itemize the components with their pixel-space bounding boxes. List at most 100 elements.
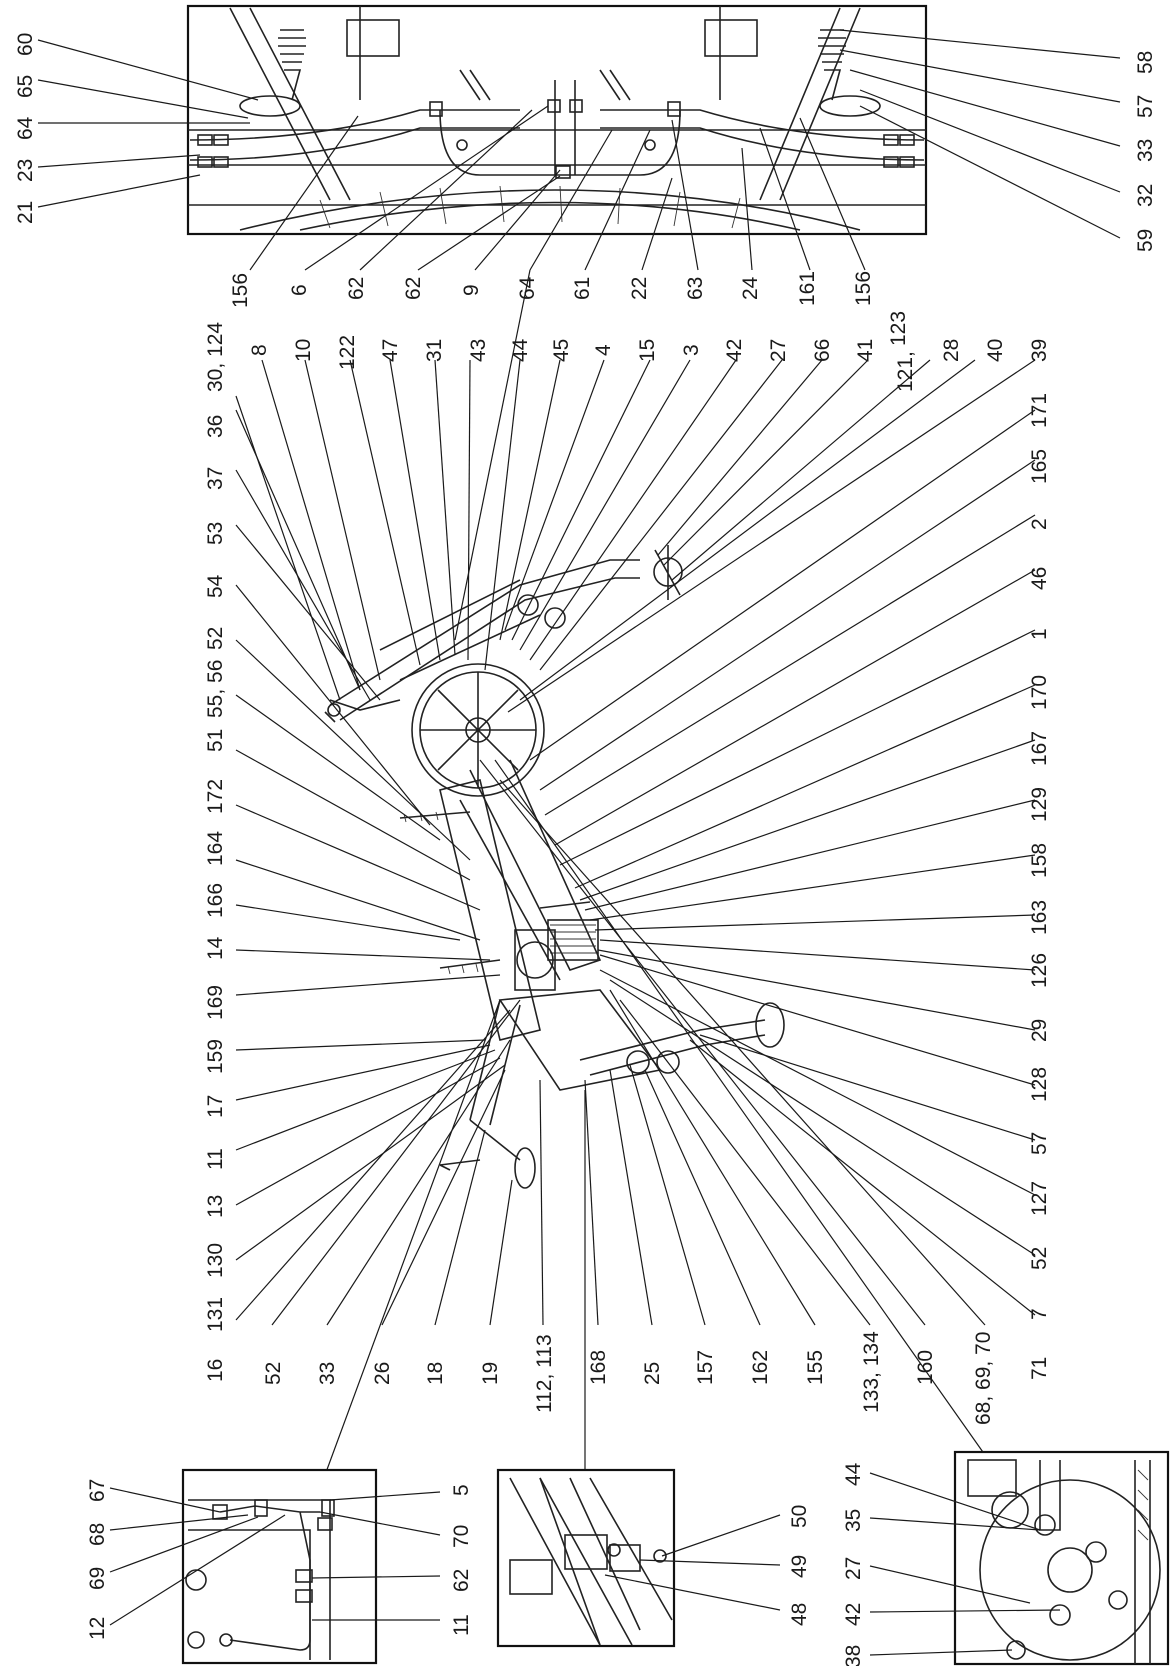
label-29: 29	[1028, 1019, 1051, 1042]
label-43: 43	[467, 339, 490, 362]
label-162: 162	[749, 1350, 772, 1385]
top-detail-inset	[186, 4, 928, 236]
label-16: 16	[204, 1359, 227, 1382]
label-171: 171	[1028, 393, 1051, 428]
label-6: 6	[288, 284, 311, 296]
label-9: 9	[460, 284, 483, 296]
label-62: 62	[345, 277, 368, 300]
label-168: 168	[587, 1350, 610, 1385]
label-30-124: 30, 124	[204, 322, 227, 392]
label-112-113: 112, 113	[533, 1334, 556, 1413]
label-44: 44	[842, 1462, 865, 1486]
label-57: 57	[1028, 1132, 1051, 1155]
label-156: 156	[229, 273, 252, 308]
label-66: 66	[811, 339, 834, 362]
label-47: 47	[379, 339, 402, 362]
label-155: 155	[804, 1350, 827, 1385]
label-52: 52	[262, 1362, 285, 1385]
label-165: 165	[1028, 449, 1051, 484]
label-58: 58	[1134, 51, 1157, 74]
label-32: 32	[1134, 184, 1157, 207]
label-33: 33	[316, 1362, 339, 1385]
inset-c-leaders	[869, 1472, 1061, 1656]
label-39: 39	[1028, 339, 1051, 362]
label-157: 157	[694, 1350, 717, 1385]
label-170: 170	[1028, 675, 1051, 710]
label-42: 42	[723, 339, 746, 362]
label-172: 172	[204, 779, 227, 814]
label-49: 49	[788, 1555, 811, 1578]
label-128: 128	[1028, 1067, 1051, 1102]
label-40: 40	[984, 339, 1007, 362]
label-68: 68	[86, 1523, 109, 1546]
label-62: 62	[402, 277, 425, 300]
label-5: 5	[450, 1484, 473, 1496]
label-13: 13	[204, 1195, 227, 1218]
label-69: 69	[86, 1567, 109, 1590]
label-169: 169	[204, 985, 227, 1020]
label-60: 60	[14, 33, 37, 56]
label-133-134: 133, 134	[860, 1331, 883, 1413]
label-67: 67	[86, 1479, 109, 1502]
main-leaders	[235, 269, 1036, 1476]
labels-main-bottom: 52 33 26 18 19 112, 113 168 25 157 162 1…	[262, 1331, 995, 1425]
label-31: 31	[423, 339, 446, 362]
label-64: 64	[14, 116, 37, 140]
label-121: 121,	[894, 351, 917, 392]
label-24: 24	[739, 276, 762, 300]
label-28: 28	[940, 339, 963, 362]
label-52: 52	[204, 627, 227, 650]
labels-main-top: 30, 124 8 10 122 47 31 43 44 45 4 15 3 4…	[204, 322, 1051, 392]
labels-inset-c: 44 35 27 42 38	[842, 1462, 865, 1666]
label-70: 70	[450, 1525, 473, 1548]
labels-inset-a: 67 68 69 12 5 70 62 11	[86, 1479, 473, 1640]
label-38: 38	[842, 1645, 865, 1666]
inset-c	[953, 1450, 1170, 1666]
label-27: 27	[842, 1557, 865, 1580]
label-156: 156	[852, 271, 875, 306]
label-62: 62	[450, 1569, 473, 1592]
label-53: 53	[204, 522, 227, 545]
labels-top-inset-bottom: 156 6 62 62 9 64 61 22 63 24 161 156 123	[229, 271, 910, 346]
label-17: 17	[204, 1095, 227, 1118]
label-64: 64	[516, 276, 539, 300]
label-127: 127	[1028, 1181, 1051, 1216]
inset-b	[496, 1468, 676, 1648]
label-130: 130	[204, 1243, 227, 1278]
label-7: 7	[1028, 1308, 1051, 1320]
label-160: 160	[914, 1350, 937, 1385]
label-50: 50	[788, 1505, 811, 1528]
label-33: 33	[1134, 139, 1157, 162]
label-2: 2	[1028, 518, 1051, 530]
label-163: 163	[1028, 900, 1051, 935]
label-42: 42	[842, 1603, 865, 1626]
label-23: 23	[14, 159, 37, 182]
label-27: 27	[767, 339, 790, 362]
inset-a-leaders	[109, 1487, 441, 1626]
labels-top-right: 58 57 33 32 59	[1134, 51, 1157, 252]
label-19: 19	[479, 1362, 502, 1385]
label-158: 158	[1028, 843, 1051, 878]
label-12: 12	[86, 1617, 109, 1640]
label-161: 161	[796, 271, 819, 306]
label-68-69-70: 68, 69, 70	[972, 1332, 995, 1425]
labels-top-left: 60 65 64 23 21	[14, 33, 37, 224]
label-11: 11	[204, 1148, 227, 1170]
label-10: 10	[292, 339, 315, 362]
label-46: 46	[1028, 567, 1051, 590]
label-36: 36	[204, 415, 227, 438]
label-11: 11	[450, 1614, 473, 1636]
label-35: 35	[842, 1509, 865, 1532]
label-159: 159	[204, 1039, 227, 1074]
label-41: 41	[854, 339, 877, 362]
label-4: 4	[592, 344, 615, 356]
label-65: 65	[14, 75, 37, 98]
label-63: 63	[684, 277, 707, 300]
label-167: 167	[1028, 731, 1051, 766]
label-55-56: 55, 56	[204, 660, 227, 718]
main-assembly	[324, 545, 785, 1189]
label-37: 37	[204, 467, 227, 490]
label-59: 59	[1134, 229, 1157, 252]
